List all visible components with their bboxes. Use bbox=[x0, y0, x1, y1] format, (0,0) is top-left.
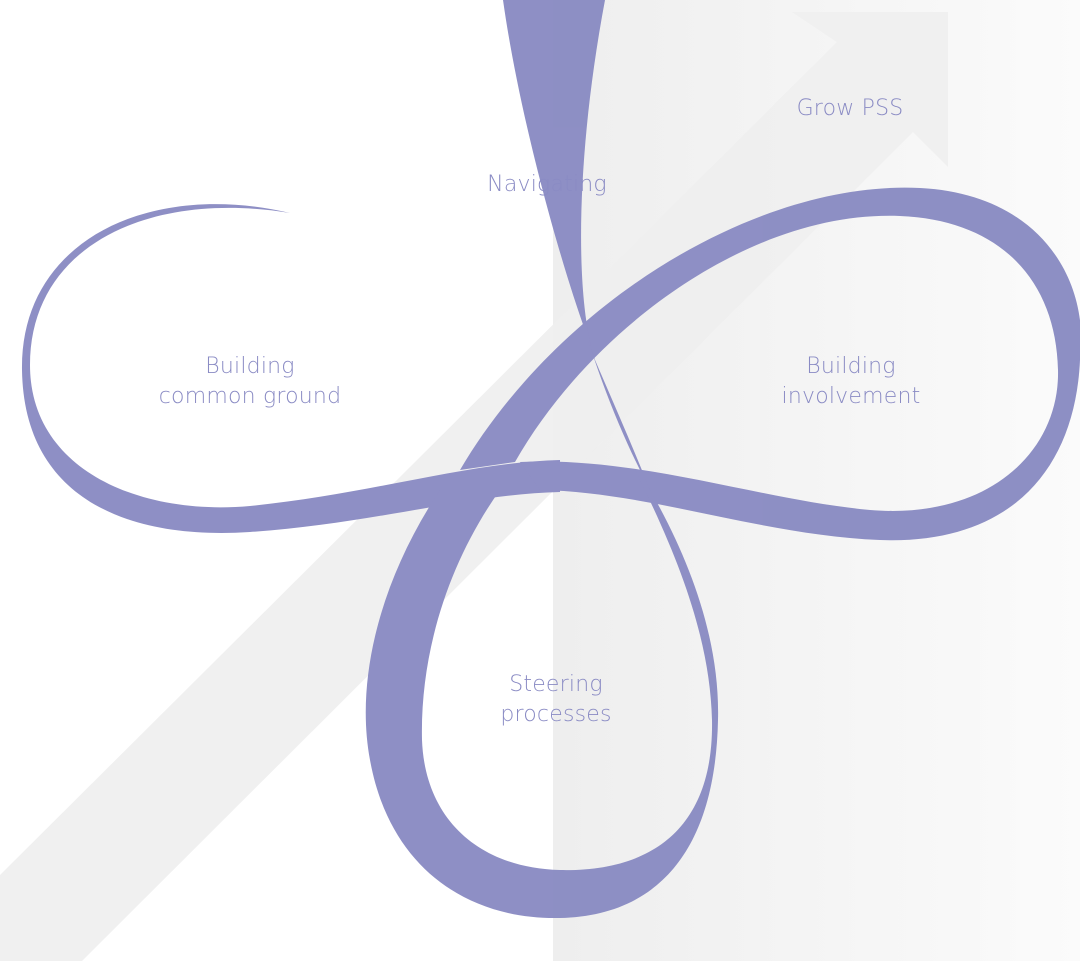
label-involvement-line2: involvement bbox=[781, 384, 921, 409]
label-navigating: Navigating bbox=[457, 170, 637, 200]
label-grow-pss: Grow PSS bbox=[760, 94, 940, 124]
label-building-involvement: Building involvement bbox=[741, 352, 961, 412]
label-grow-text: Grow PSS bbox=[796, 96, 904, 121]
label-steering-line2: processes bbox=[500, 702, 612, 727]
label-steering-processes: Steering processes bbox=[456, 670, 656, 730]
label-navigating-text: Navigating bbox=[487, 172, 607, 197]
label-building-common-ground: Building common ground bbox=[120, 352, 380, 412]
label-steering-line1: Steering bbox=[509, 672, 603, 697]
label-involvement-line1: Building bbox=[806, 354, 896, 379]
label-common-line2: common ground bbox=[158, 384, 342, 409]
label-common-line1: Building bbox=[205, 354, 295, 379]
